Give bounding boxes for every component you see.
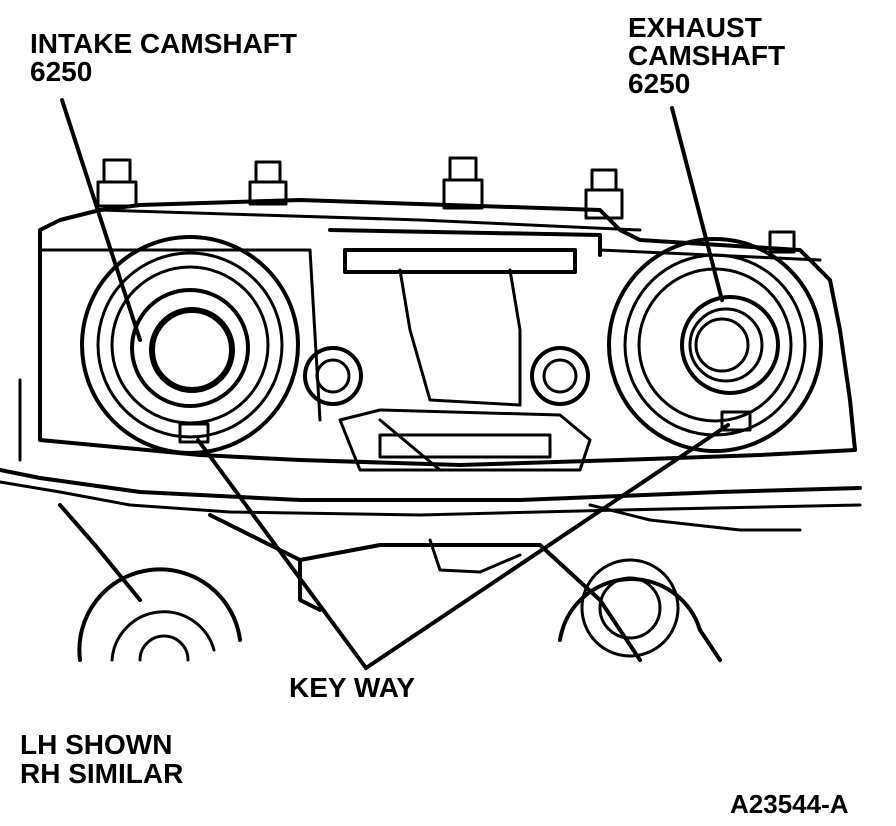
bolt-3 [442,156,484,210]
engine-lower-structure [0,468,862,662]
keyway-leader-right [364,423,730,670]
bolt-1 [96,158,138,208]
exhaust-label-line2: CAMSHAFT [628,40,786,71]
lower-left-pulley [77,567,242,662]
bolt-4 [584,168,624,220]
intake-label-line2: 6250 [30,56,93,87]
intake-keyway-notch [178,422,210,444]
note-line1: LH SHOWN [20,729,173,760]
keyway-label: KEY WAY [289,672,416,703]
exhaust-label-line3: 6250 [628,68,691,99]
intake-label-line1: INTAKE CAMSHAFT [30,28,298,59]
exhaust-label-line1: EXHAUST [628,12,762,43]
orientation-note: LH SHOWN RH SIMILAR [20,729,184,789]
figure-id: A23544-A [730,789,849,819]
keyway-leader-left [196,438,368,670]
cylinder-head-housing [18,198,857,467]
exhaust-camshaft-label: EXHAUST CAMSHAFT 6250 [628,14,785,98]
intake-leader [60,98,142,342]
exhaust-keyway-notch [720,410,752,432]
intake-camshaft-label: INTAKE CAMSHAFT 6250 [30,30,297,86]
lower-right-pulley [558,558,722,662]
center-bracket [328,228,602,472]
bolt-2 [248,160,288,206]
leader-lines [60,98,730,670]
bolt-5 [768,230,796,254]
intake-camshaft [80,235,300,455]
note-line2: RH SIMILAR [20,757,184,789]
cap-bolts [96,156,796,254]
exhaust-leader [670,106,724,302]
idler-bores [303,346,590,406]
